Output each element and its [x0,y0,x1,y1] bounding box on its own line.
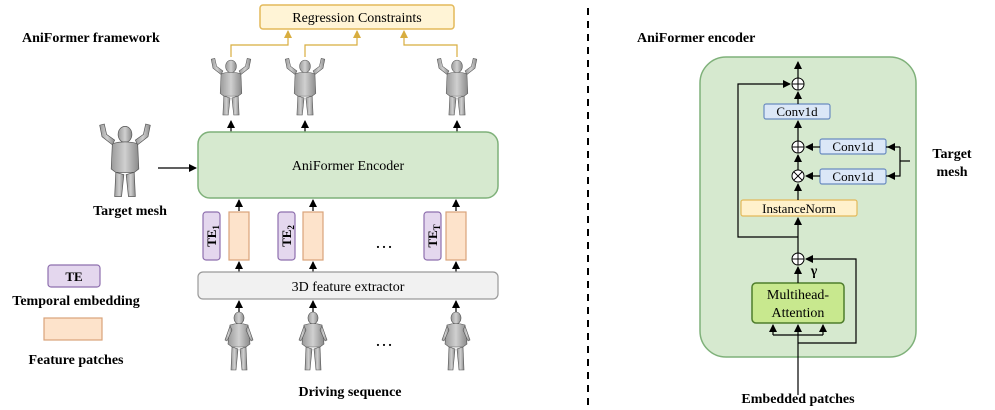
legend-patch-box [43,317,103,341]
regression-connectors [230,30,458,57]
encoder-output-arrows [227,120,461,132]
output-mesh-1 [210,58,252,116]
gamma-label: γ [810,264,818,279]
regression-constraints-label: Regression Constraints [292,11,422,26]
multiply-cross [793,171,803,181]
feature-patch-t [445,211,467,261]
driving-mesh-3 [441,311,471,371]
legend-patch-caption: Feature patches [29,353,125,368]
feature-extractor-box [197,271,499,300]
attention-label-line2: Attention [772,306,825,321]
te-1-text: TE1 [204,225,221,247]
instancenorm-box [740,199,858,217]
add-mid-cross [792,141,804,153]
conv1d-top-label: Conv1d [776,104,818,119]
encoder-detail-title: AniFormer encoder [637,31,755,46]
feature-patch-2 [302,211,324,261]
token-group-2: TE2 [277,211,324,261]
legend-te-box [47,264,101,288]
output-mesh-3 [436,58,478,116]
legend-te-text: TE [65,269,82,284]
target-mesh-label: Target mesh [93,204,167,219]
legend-te-caption: Temporal embedding [12,294,139,309]
attention-label-line1: Multihead- [767,288,830,303]
temporal-embedding-2 [277,211,296,261]
attention-bypass [798,255,857,344]
regression-constraints-box [259,4,455,30]
conv1d-mid-label: Conv1d [832,139,874,154]
token-ellipsis: … [375,232,393,252]
driving-arrows [235,300,460,313]
token-encoder-arrows [235,199,460,272]
aniformer-encoder-label: AniFormer Encoder [292,159,405,174]
te-t-text: TET [425,224,442,247]
output-mesh-2 [284,58,326,116]
target-mesh-right-label-2: mesh [936,165,967,180]
skip-connection-top [737,80,798,238]
temporal-embedding-t [423,211,442,261]
feature-patch-1 [228,211,250,261]
conv1d-top-box [763,103,831,120]
te-2-text: TE2 [279,225,296,247]
feature-extractor-label: 3D feature extractor [292,280,405,295]
target-mesh-figure [99,123,151,197]
driving-sequence-label: Driving sequence [298,385,401,400]
embedded-patches-label: Embedded patches [741,392,855,407]
target-mesh-right-label-1: Target [932,147,971,162]
instancenorm-label: InstanceNorm [762,201,836,216]
driving-ellipsis: … [375,330,393,350]
driving-mesh-1 [224,311,254,371]
residual-add-top-cross [792,78,804,90]
driving-mesh-2 [298,311,328,371]
token-group-1: TE1 [202,211,250,261]
framework-title: AniFormer framework [22,31,160,46]
aniformer-encoder-box [197,131,499,199]
token-group-3: TET [423,211,467,261]
conv1d-low-label: Conv1d [832,169,874,184]
temporal-embedding-1 [202,211,221,261]
residual-add-low-cross [792,253,804,265]
